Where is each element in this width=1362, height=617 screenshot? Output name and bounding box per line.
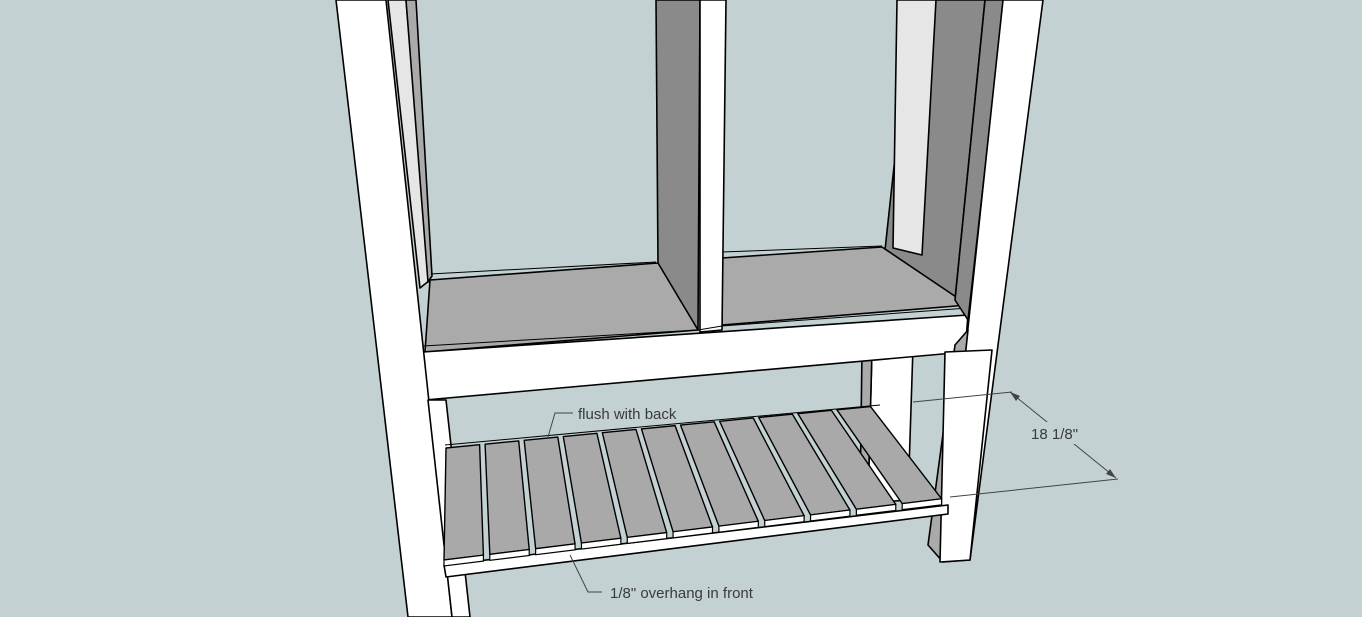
lower-shelf-slat-front-edge [580,537,622,550]
lower-shelf-slat-front-edge [718,520,759,533]
lower-shelf-back-rail [444,404,881,446]
lower-shelf-slat [443,444,485,561]
center-divider [699,0,727,333]
lower-shelf-slat-front-edge [489,548,530,562]
dimension-arrow-bottom [1106,469,1116,478]
overhang-label-leader [569,554,602,593]
left-front-post [335,0,453,617]
lower-shelf-slat-front-edge [443,554,485,567]
upper-right-inner-post-front [892,0,937,256]
dimension-label-bg [1026,422,1088,444]
upper-shelf-floor-back-edge-right [721,245,883,253]
dimension-arrow-top [1010,392,1020,401]
flush-label-leader [547,412,573,438]
dimension-extension-bottom [949,478,1119,498]
lower-shelf-slat-front-edge [626,531,668,545]
lower-shelf-slat-front-edge [901,498,943,511]
depth-dimension-label: 18 1/8" [1031,426,1078,443]
left-side-panel-strip [405,0,433,283]
lower-shelf-slat-front-edge [764,515,805,528]
upper-shelf-floor-back-edge-left [429,261,657,275]
lower-shelf-slats [443,405,943,567]
right-post-lower [939,349,993,563]
right-side-panel [954,0,1005,321]
lower-shelf-slat-front-edge [809,509,851,522]
lower-shelf-slat-front-edge [855,503,897,516]
dimension-extension-top [912,391,1013,403]
lower-shelf-slat-front-edge [535,543,576,556]
upper-shelf-lip [422,307,969,347]
lower-shelf-slat [484,440,530,556]
lower-shelf-slat-front-edge [672,526,714,539]
flush-with-back-label: flush with back [578,406,677,423]
overhang-label: 1/8" overhang in front [610,585,754,602]
